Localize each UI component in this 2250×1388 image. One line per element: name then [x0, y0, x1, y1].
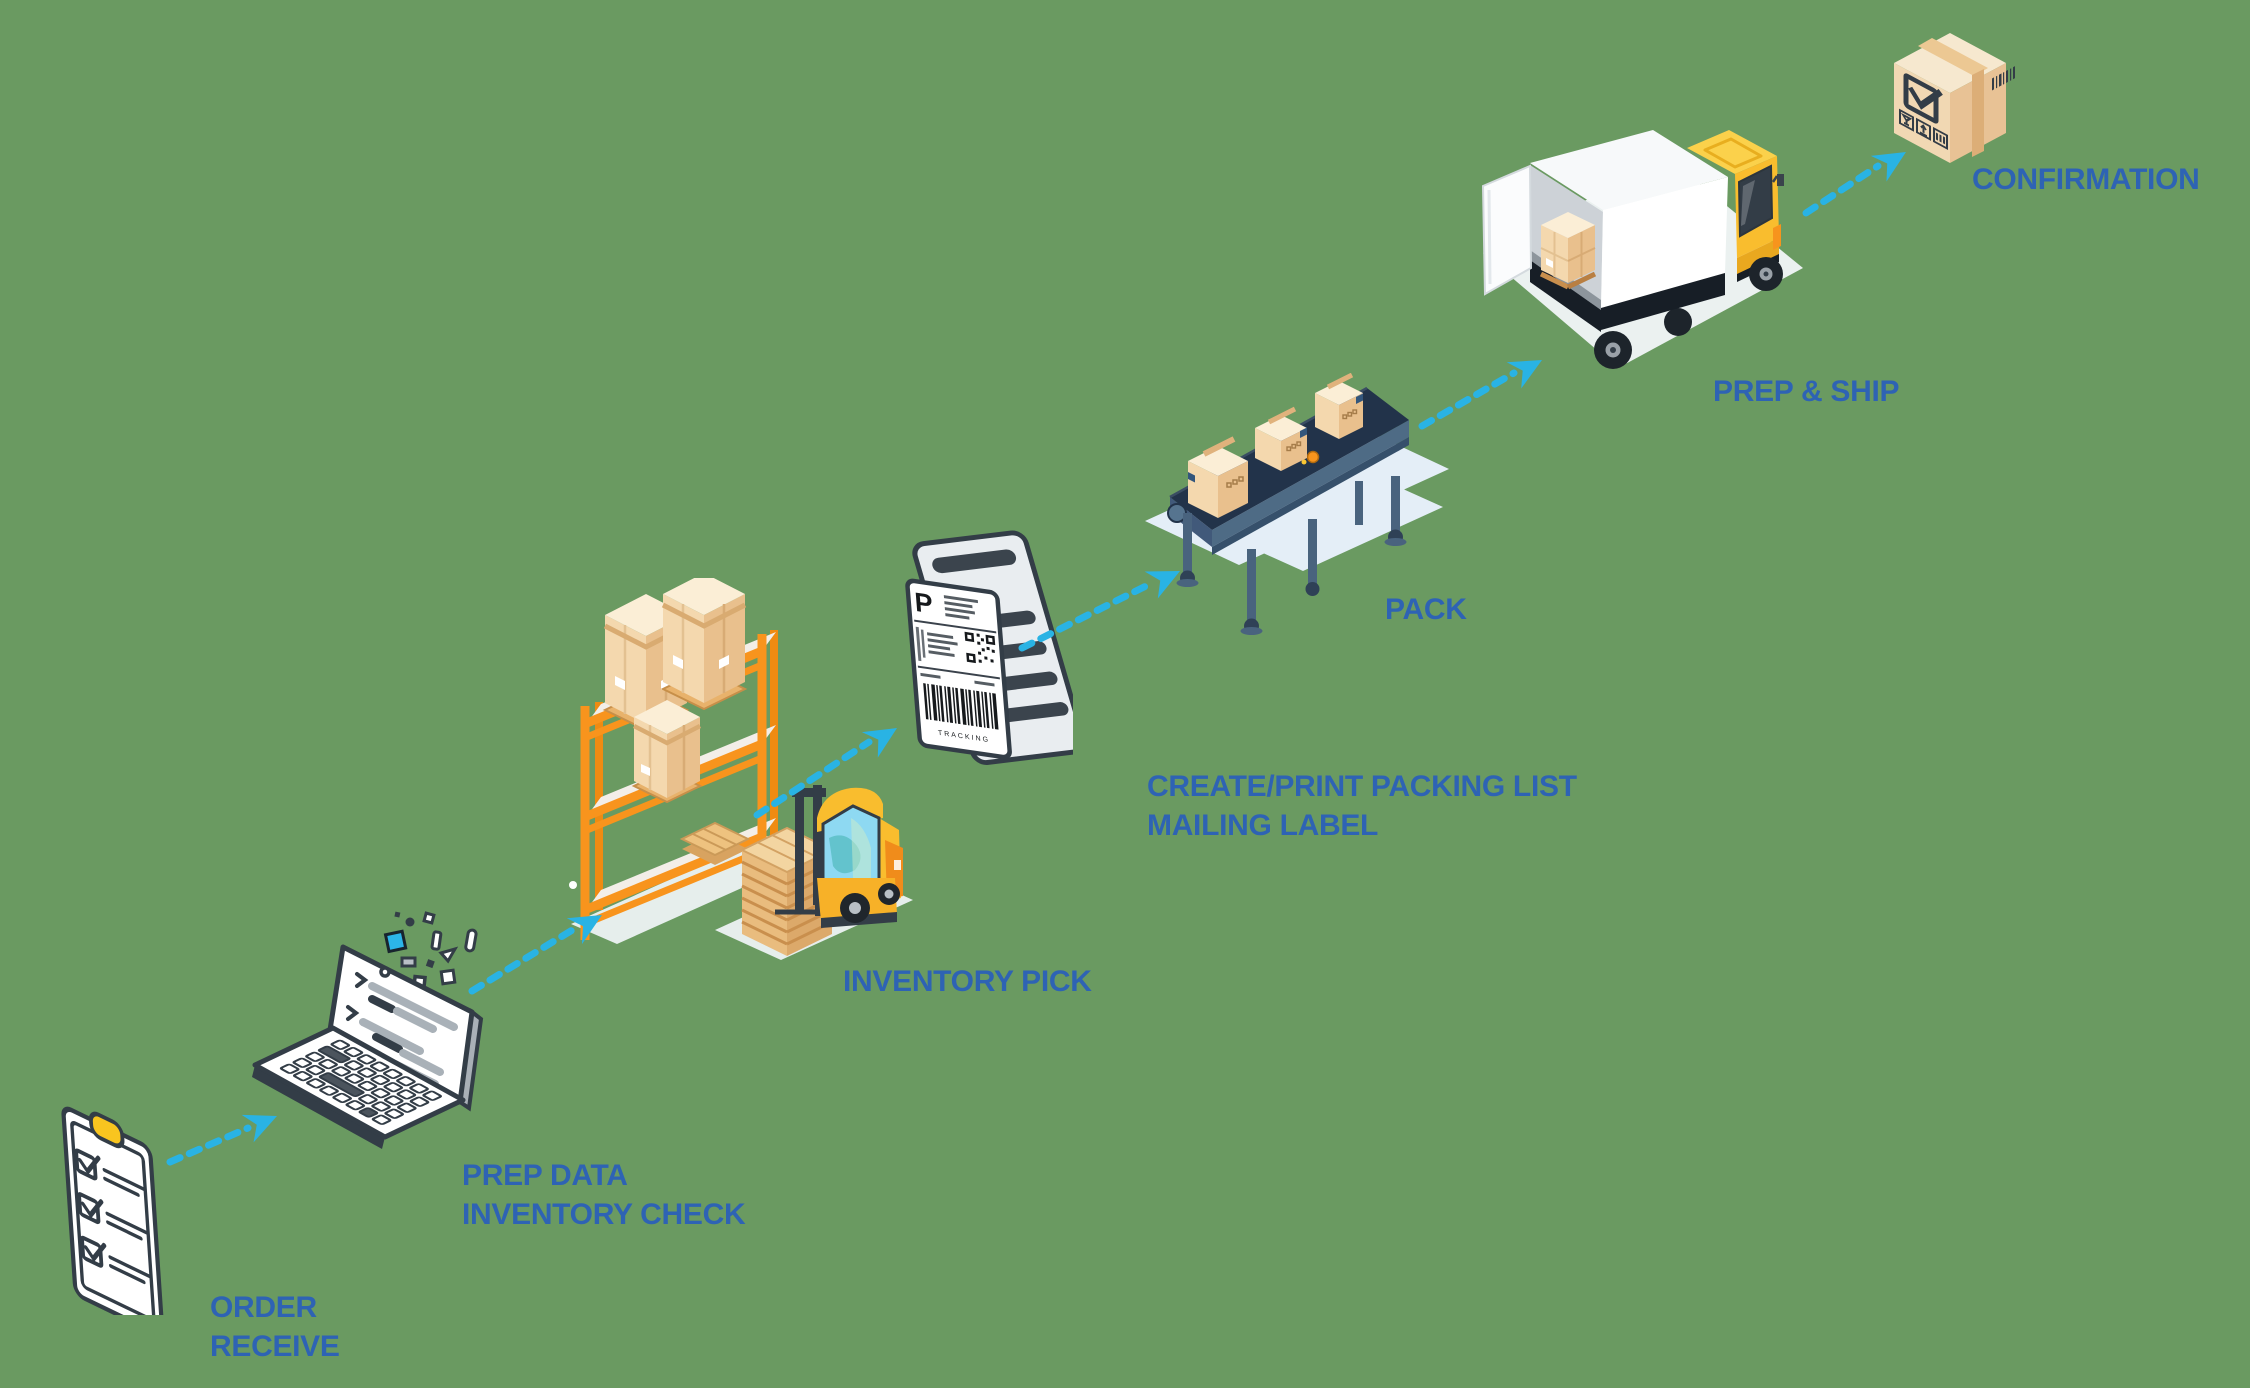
- truck-cab: [1687, 130, 1784, 282]
- conveyor-belt-boxes-icon: [1145, 373, 1449, 635]
- truck-cargo-boxes: [1539, 212, 1597, 290]
- label-line: RECEIVE: [210, 1330, 340, 1363]
- packing-list-mailing-label-icon: P: [905, 530, 1073, 765]
- mailing-label: P: [905, 578, 1012, 760]
- label-line: MAILING LABEL: [1147, 809, 1379, 842]
- check-envelope-icon: [1899, 73, 1948, 150]
- step-label-confirmation: CONFIRMATION: [1972, 160, 2200, 199]
- decor-dot: [569, 881, 577, 889]
- step-label-order-receive: ORDER RECEIVE: [210, 1288, 340, 1366]
- pallet-load: [631, 700, 703, 804]
- arrow-pick-to-label: [753, 738, 873, 819]
- conveyor-button: [1306, 450, 1320, 464]
- arrow-order-to-prep: [166, 1124, 252, 1166]
- conveyor-box: [1188, 436, 1248, 518]
- pallet-load: [660, 578, 748, 711]
- arrowhead: [1144, 571, 1180, 599]
- truck-box-side: [1601, 177, 1728, 308]
- conveyor-box: [1315, 373, 1363, 439]
- label-line: CONFIRMATION: [1972, 163, 2200, 196]
- arrow-ship-to-confirmation: [1802, 162, 1882, 217]
- webcam-dot: [379, 966, 391, 978]
- conveyor-box: [1255, 406, 1307, 471]
- arrowhead: [1870, 152, 1906, 182]
- truck-wheels: [1594, 257, 1783, 369]
- truck-open-door: [1481, 164, 1533, 296]
- label-line: ORDER: [210, 1291, 317, 1324]
- checklist-rows: [74, 1148, 152, 1285]
- warehouse-rack-forklift-icon: [571, 578, 913, 960]
- step-label-prep-data: PREP DATA INVENTORY CHECK: [462, 1156, 746, 1234]
- arrow-label-to-pack: [1018, 579, 1156, 652]
- forklift: [775, 785, 903, 928]
- empty-pallet: [679, 821, 751, 865]
- step-label-pack: PACK: [1385, 590, 1467, 629]
- arrowhead: [566, 915, 602, 945]
- label-line: PACK: [1385, 593, 1467, 626]
- handling-icons: [1899, 108, 1948, 150]
- label-line: PREP & SHIP: [1713, 375, 1900, 408]
- arrowhead: [1506, 360, 1542, 389]
- keyboard-keys: [279, 1039, 443, 1125]
- package-barcode: [1992, 66, 2015, 91]
- step-label-inventory-pick: INVENTORY PICK: [843, 962, 1092, 1001]
- arrowhead: [861, 728, 897, 758]
- barcode: [923, 683, 999, 730]
- label-line: INVENTORY CHECK: [462, 1198, 746, 1231]
- arrowhead: [241, 1114, 277, 1143]
- sealed-package-check-icon: [1894, 33, 2015, 163]
- step-label-prep-ship: PREP & SHIP: [1713, 372, 1900, 411]
- qr-code: [964, 631, 996, 664]
- laptop-terminal-icon: [252, 911, 484, 1149]
- clipboard-checklist-icon: [61, 1106, 165, 1315]
- conveyor-legs: [1305, 481, 1363, 596]
- delivery-truck-icon: [1481, 130, 1803, 369]
- label-line: INVENTORY PICK: [843, 965, 1092, 998]
- clipboard-clip: [88, 1111, 125, 1149]
- step-label-packing-list: CREATE/PRINT PACKING LIST MAILING LABEL: [1147, 767, 1577, 845]
- arrow-pack-to-ship: [1418, 369, 1518, 430]
- carrier-p-logo: P: [913, 586, 933, 619]
- label-line: PREP DATA: [462, 1159, 628, 1192]
- truck-box-top: [1530, 130, 1728, 210]
- data-particles: [383, 911, 478, 1000]
- arrow-prep-to-pick: [468, 925, 578, 995]
- conveyor-legs: [1176, 476, 1407, 635]
- label-line: CREATE/PRINT PACKING LIST: [1147, 770, 1577, 803]
